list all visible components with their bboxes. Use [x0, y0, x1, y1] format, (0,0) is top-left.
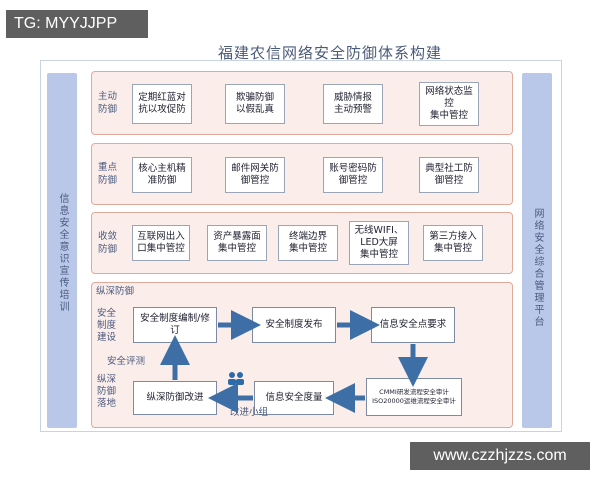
process-requirements-box: 信息安全点要求: [371, 307, 455, 343]
band-cell: 邮件网关防 御管控: [225, 157, 285, 193]
band-cell: 无线WIFI、 LED大屏 集中管控: [349, 221, 409, 265]
left-sidebar: 信息安全意识宣传培训: [47, 73, 77, 428]
right-sidebar-label: 网络安全综合管理平台: [532, 208, 543, 328]
band-cell: 定期红蓝对 抗以攻促防: [132, 84, 192, 124]
diagram-title: 福建农信网络安全防御体系构建: [217, 44, 442, 62]
band-active-defense: 主动防御 定期红蓝对 抗以攻促防 欺骗防御 以假乱真 威胁情报 主动预警 网络状…: [91, 71, 513, 135]
team-icon: [228, 372, 244, 385]
band-cell: 威胁情报 主动预警: [323, 84, 383, 124]
band-key-defense: 重点防御 核心主机精 准防御 邮件网关防 御管控 账号密码防 御管控 典型社工防…: [91, 143, 513, 205]
band-cell: 第三方接入 集中管控: [423, 225, 483, 261]
process-publish-box: 安全制度发布: [252, 307, 336, 343]
band-cell: 网络状态监 控 集中管控: [419, 82, 479, 126]
band-cell: 资产暴露面 集中管控: [207, 225, 267, 261]
build-label: 安全 制度 建设: [97, 308, 117, 343]
right-sidebar: 网络安全综合管理平台: [522, 73, 552, 428]
band-cell: 核心主机精 准防御: [132, 157, 192, 193]
left-sidebar-label: 信息安全意识宣传培训: [57, 193, 68, 313]
process-audit-box: CMMI研发流程安全审计 ISO20000运维流程安全审计: [366, 378, 462, 416]
watermark-top: TG: MYYJJPP: [6, 10, 148, 38]
band-label: 重点防御: [98, 162, 118, 186]
band-cell: 账号密码防 御管控: [323, 157, 383, 193]
process-improve-box: 纵深防御改进: [133, 381, 217, 415]
band-cell: 终端边界 集中管控: [278, 225, 338, 261]
band-label: 收敛防御: [98, 231, 118, 255]
band-convergent-defense: 收敛防御 互联网出入 口集中管控 资产暴露面 集中管控 终端边界 集中管控 无线…: [91, 212, 513, 274]
band-cell: 典型社工防 御管控: [419, 157, 479, 193]
watermark-bottom: www.czzhjzzs.com: [410, 442, 590, 470]
impl-label: 纵深 防御 落地: [97, 374, 117, 409]
depth-defense-title: 纵深防御: [96, 286, 135, 297]
eval-label: 安全评测: [107, 356, 146, 367]
band-cell: 互联网出入 口集中管控: [132, 225, 190, 261]
process-draft-box: 安全制度编制/修 订: [133, 307, 217, 343]
band-label: 主动防御: [98, 91, 118, 115]
team-label: 改进小组: [230, 407, 269, 418]
band-cell: 欺骗防御 以假乱真: [225, 84, 285, 124]
